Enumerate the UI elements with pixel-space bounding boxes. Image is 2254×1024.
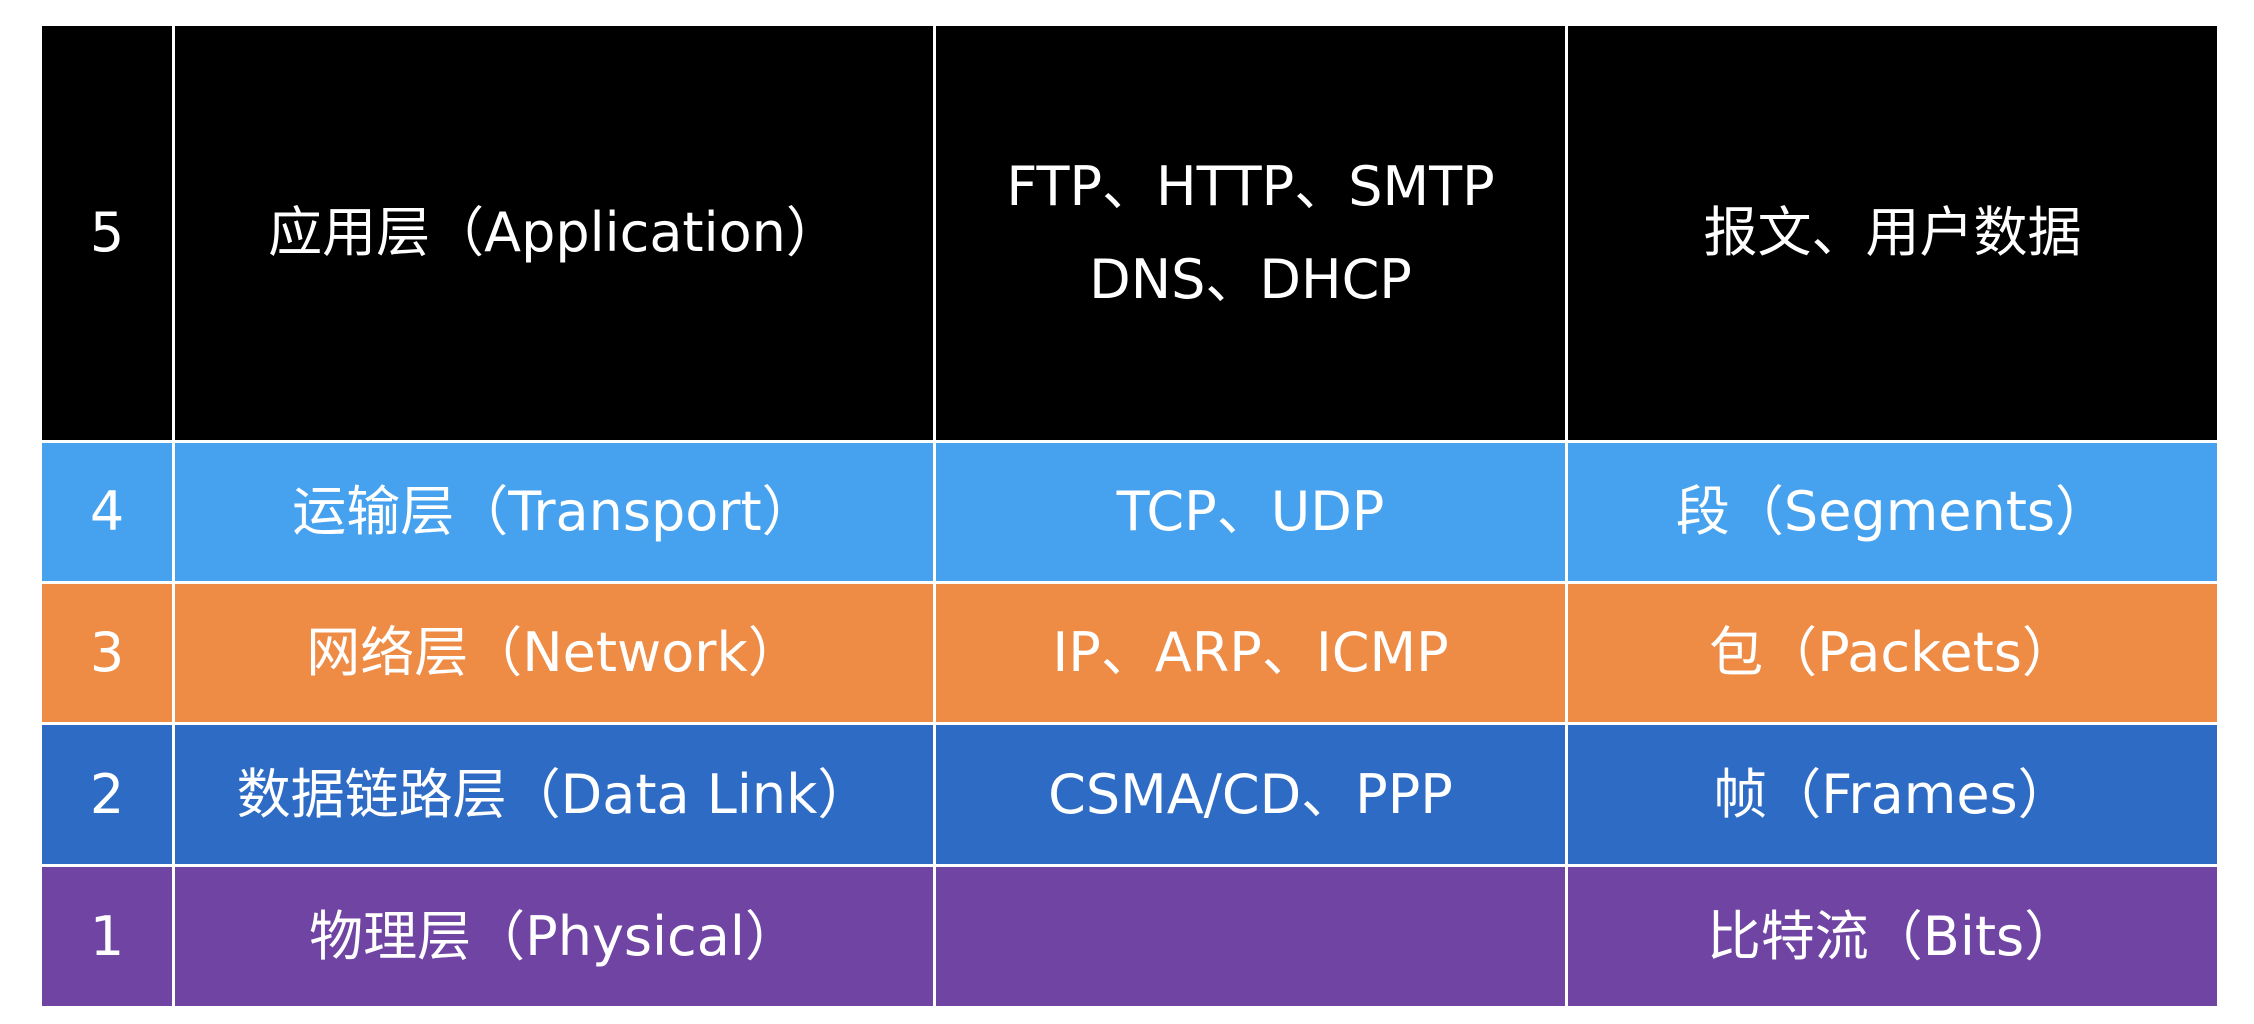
layer-number: 3 xyxy=(89,621,125,685)
layer-number-cell: 1 xyxy=(42,867,172,1006)
layer-protocols-cell: IP、ARP、ICMP xyxy=(936,584,1565,722)
layer-name-cell: 物理层（Physical） xyxy=(175,867,933,1006)
layer-name-cell: 运输层（Transport） xyxy=(175,443,933,581)
layer-name-cell: 应用层（Application） xyxy=(175,26,933,440)
layer-protocols-cell: FTP、HTTP、SMTP DNS、DHCP xyxy=(936,26,1565,440)
layer-number-cell: 2 xyxy=(42,725,172,864)
layer-protocol-line: IP、ARP、ICMP xyxy=(1052,621,1449,685)
layer-data-unit: 包（Packets） xyxy=(1709,621,2076,685)
layer-protocol-line: TCP、UDP xyxy=(1116,480,1385,544)
layer-name: 运输层（Transport） xyxy=(292,480,816,544)
layer-data-unit: 比特流（Bits） xyxy=(1706,904,2079,968)
layer-data-unit: 段（Segments） xyxy=(1675,480,2110,544)
layer-protocol-line: FTP、HTTP、SMTP xyxy=(1006,154,1495,218)
layer-number-cell: 4 xyxy=(42,443,172,581)
layer-protocol-line: DNS、DHCP xyxy=(1089,248,1412,311)
layer-name: 网络层（Network） xyxy=(306,621,802,685)
layer-name: 数据链路层（Data Link） xyxy=(236,762,872,826)
layer-data-unit-cell: 比特流（Bits） xyxy=(1568,867,2217,1006)
layer-name: 应用层（Application） xyxy=(268,201,840,265)
layer-protocol-line: CSMA/CD、PPP xyxy=(1048,762,1453,826)
layer-number: 1 xyxy=(89,904,125,968)
network-layer-table: 5 应用层（Application） FTP、HTTP、SMTP DNS、DHC… xyxy=(42,26,2217,1006)
layer-data-unit-cell: 段（Segments） xyxy=(1568,443,2217,581)
layer-protocols-cell: CSMA/CD、PPP xyxy=(936,725,1565,864)
layer-protocols-cell: TCP、UDP xyxy=(936,443,1565,581)
layer-protocols-cell xyxy=(936,867,1565,1006)
layer-name: 物理层（Physical） xyxy=(309,904,799,968)
layer-number: 5 xyxy=(89,201,125,265)
layer-number: 4 xyxy=(89,480,125,544)
layer-data-unit: 帧（Frames） xyxy=(1713,762,2072,826)
layer-name-cell: 网络层（Network） xyxy=(175,584,933,722)
layer-data-unit-cell: 帧（Frames） xyxy=(1568,725,2217,864)
layer-data-unit-cell: 包（Packets） xyxy=(1568,584,2217,722)
layer-number-cell: 3 xyxy=(42,584,172,722)
layer-number-cell: 5 xyxy=(42,26,172,440)
layer-number: 2 xyxy=(89,762,125,826)
layer-data-unit-cell: 报文、用户数据 xyxy=(1568,26,2217,440)
layer-data-unit: 报文、用户数据 xyxy=(1703,201,2082,265)
layer-name-cell: 数据链路层（Data Link） xyxy=(175,725,933,864)
